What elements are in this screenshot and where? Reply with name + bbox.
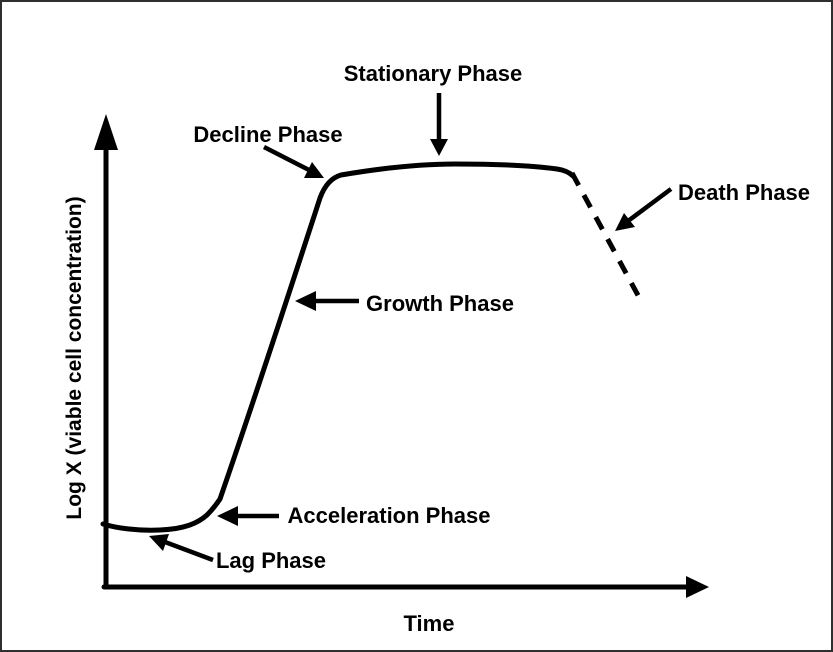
- lag-phase-label: Lag Phase: [216, 548, 326, 573]
- x-axis-arrowhead-icon: [686, 576, 709, 598]
- decline-phase-label: Decline Phase: [193, 122, 342, 147]
- death-phase-arrow: [615, 187, 673, 231]
- death-phase-arrowhead-icon: [615, 213, 635, 231]
- death-phase-arrow-line: [626, 187, 673, 223]
- growth-phase-label: Growth Phase: [366, 291, 514, 316]
- acceleration-phase-arrow: [217, 506, 279, 526]
- decline-phase-arrowhead-icon: [304, 162, 324, 178]
- growth-phase-arrowhead-icon: [295, 291, 316, 311]
- y-axis-arrowhead-icon: [94, 114, 118, 150]
- lag-phase-arrow-line: [164, 539, 214, 563]
- stationary-phase-arrow: [430, 93, 448, 156]
- lag-phase-arrow: [149, 534, 214, 563]
- death-phase-dashed-line: [569, 171, 643, 301]
- stationary-phase-label: Stationary Phase: [344, 61, 523, 86]
- y-axis-label: Log X (viable cell concentration): [63, 196, 86, 519]
- growth-phase-arrow: [295, 291, 359, 311]
- growth-curve-solid: [100, 161, 576, 533]
- stationary-phase-arrowhead-icon: [430, 139, 448, 156]
- death-phase-label: Death Phase: [678, 180, 810, 205]
- lag-phase-arrowhead-icon: [149, 534, 169, 551]
- acceleration-phase-arrowhead-icon: [217, 506, 238, 526]
- axes: [94, 114, 709, 598]
- x-axis-label: Time: [404, 611, 455, 636]
- decline-phase-arrow-line: [262, 144, 311, 173]
- decline-phase-arrow: [262, 144, 324, 178]
- acceleration-phase-label: Acceleration Phase: [288, 503, 491, 528]
